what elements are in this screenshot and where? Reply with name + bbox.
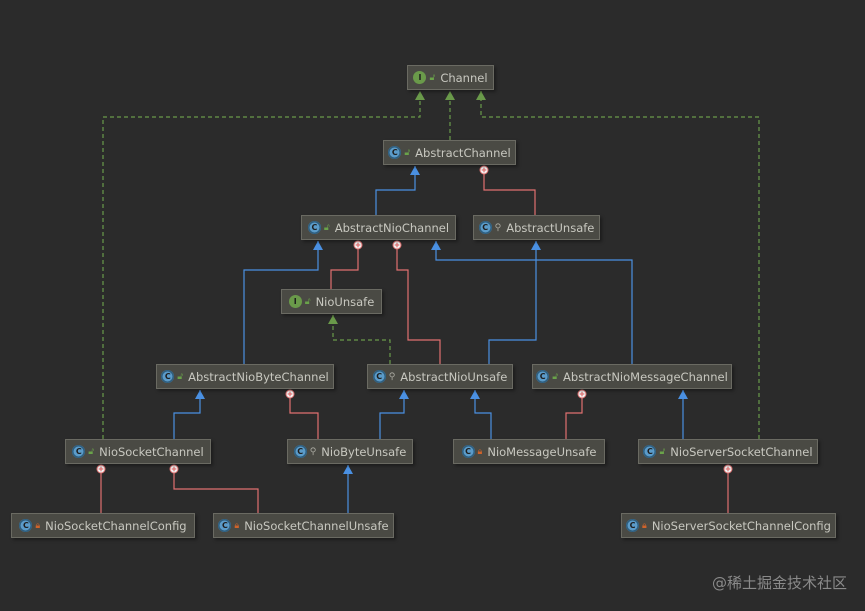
edge-implements-nio-server-socket-channel-to-channel [480, 91, 760, 439]
class-node-label: NioByteUnsafe [321, 444, 407, 459]
class-node-label: AbstractUnsafe [506, 220, 595, 235]
inner-class-marker [723, 464, 733, 474]
class-icon: C [461, 445, 475, 458]
class-icon: C [218, 519, 232, 532]
interface-icon: I [288, 295, 302, 308]
class-node-label: NioSocketChannelConfig [45, 518, 187, 533]
edge-extends-abstract-nio-channel-to-abstract-channel [375, 166, 416, 215]
edge-inner-nio-socket-channel-unsafe-to-nio-socket-channel [173, 465, 259, 513]
edge-implements-nio-socket-channel-to-channel [102, 91, 421, 439]
inner-class-marker [392, 240, 402, 250]
inner-class-marker [479, 165, 489, 175]
interface-icon: I [413, 71, 427, 84]
class-node-nio-server-socket-channel-config[interactable]: C 🔒︎ NioServerSocketChannelConfig [621, 513, 836, 538]
extends-arrowhead [470, 390, 480, 399]
class-node-abstract-nio-message-channel[interactable]: C 🔓︎ AbstractNioMessageChannel [532, 364, 732, 389]
class-icon: C [626, 519, 640, 532]
edge-implements-abstract-nio-unsafe-to-nio-unsafe [332, 315, 391, 364]
class-node-abstract-nio-unsafe[interactable]: C ⚲ AbstractNioUnsafe [367, 364, 513, 389]
edge-extends-abstract-nio-unsafe-to-abstract-unsafe [488, 241, 537, 364]
class-node-label: AbstractChannel [415, 145, 511, 160]
class-node-channel[interactable]: I 🔓︎ Channel [407, 65, 494, 90]
inner-class-marker [577, 389, 587, 399]
class-icon: C [19, 519, 33, 532]
edge-inner-nio-message-unsafe-to-abstract-nio-message-channel [565, 390, 583, 439]
class-node-label: NioMessageUnsafe [487, 444, 597, 459]
extends-arrowhead [410, 166, 420, 175]
class-node-label: NioServerSocketChannel [670, 444, 813, 459]
class-node-nio-socket-channel-config[interactable]: C 🔒︎ NioSocketChannelConfig [11, 513, 195, 538]
watermark: @稀土掘金技术社区 [711, 574, 847, 592]
public-modifier-icon: 🔓︎ [304, 296, 311, 307]
class-node-label: AbstractNioMessageChannel [563, 369, 728, 384]
abstract-class-icon: C [372, 370, 386, 383]
abstract-class-icon: C [161, 370, 175, 383]
package-modifier-icon: ⚲ [388, 371, 396, 382]
class-node-label: AbstractNioUnsafe [400, 369, 508, 384]
class-node-nio-socket-channel-unsafe[interactable]: C 🔒︎ NioSocketChannelUnsafe [213, 513, 394, 538]
edge-extends-nio-byte-unsafe-to-abstract-nio-unsafe [379, 390, 405, 439]
extends-arrowhead [431, 241, 441, 250]
class-node-abstract-nio-byte-channel[interactable]: C 🔓︎ AbstractNioByteChannel [156, 364, 334, 389]
package-modifier-icon: ⚲ [494, 222, 502, 233]
implements-arrowhead [415, 91, 425, 100]
extends-arrowhead [399, 390, 409, 399]
class-node-label: NioSocketChannel [99, 444, 204, 459]
public-modifier-icon: 🔓︎ [659, 446, 666, 457]
package-modifier-icon: ⚲ [309, 446, 317, 457]
private-modifier-icon: 🔒︎ [642, 520, 647, 531]
class-node-nio-unsafe[interactable]: I 🔓︎ NioUnsafe [281, 289, 382, 314]
inner-class-marker [96, 464, 106, 474]
public-modifier-icon: 🔓︎ [429, 72, 436, 83]
implements-arrowhead [328, 315, 338, 324]
class-node-nio-message-unsafe[interactable]: C 🔒︎ NioMessageUnsafe [453, 439, 605, 464]
class-node-label: NioUnsafe [315, 294, 375, 309]
class-icon: C [643, 445, 657, 458]
class-node-abstract-channel[interactable]: C 🔓︎ AbstractChannel [383, 140, 516, 165]
edge-extends-nio-message-unsafe-to-abstract-nio-unsafe [474, 390, 492, 439]
class-node-nio-socket-channel[interactable]: C 🔓︎ NioSocketChannel [65, 439, 211, 464]
implements-arrowhead [445, 91, 455, 100]
public-modifier-icon: 🔓︎ [88, 446, 95, 457]
edge-extends-nio-socket-channel-to-abstract-nio-byte-channel [173, 390, 201, 439]
edge-inner-nio-byte-unsafe-to-abstract-nio-byte-channel [289, 390, 319, 439]
class-node-label: NioServerSocketChannelConfig [651, 518, 831, 533]
class-node-label: AbstractNioChannel [334, 220, 450, 235]
edge-extends-abstract-nio-byte-channel-to-abstract-nio-channel [243, 241, 319, 364]
class-node-label: AbstractNioByteChannel [188, 369, 329, 384]
public-modifier-icon: 🔓︎ [404, 147, 411, 158]
public-modifier-icon: 🔓︎ [552, 371, 559, 382]
inner-class-marker [169, 464, 179, 474]
class-node-abstract-unsafe[interactable]: C ⚲ AbstractUnsafe [473, 215, 600, 240]
extends-arrowhead [195, 390, 205, 399]
class-node-label: Channel [440, 70, 488, 85]
extends-arrowhead [313, 241, 323, 250]
private-modifier-icon: 🔒︎ [234, 520, 240, 531]
private-modifier-icon: 🔒︎ [35, 520, 41, 531]
public-modifier-icon: 🔓︎ [177, 371, 184, 382]
extends-arrowhead [531, 241, 541, 250]
edge-extends-abstract-nio-message-channel-to-abstract-nio-channel [435, 241, 633, 364]
edge-inner-abstract-unsafe-to-abstract-channel [483, 166, 536, 215]
class-icon: C [72, 445, 86, 458]
abstract-class-icon: C [388, 146, 402, 159]
class-node-nio-byte-unsafe[interactable]: C ⚲ NioByteUnsafe [287, 439, 413, 464]
private-modifier-icon: 🔒︎ [477, 446, 483, 457]
edge-inner-nio-unsafe-to-abstract-nio-channel [330, 241, 359, 289]
edge-inner-abstract-nio-unsafe-to-abstract-nio-channel [396, 241, 441, 364]
implements-arrowhead [476, 91, 486, 100]
inner-class-marker [285, 389, 295, 399]
extends-arrowhead [343, 465, 353, 474]
abstract-class-icon: C [478, 221, 492, 234]
class-node-label: NioSocketChannelUnsafe [244, 518, 389, 533]
class-node-abstract-nio-channel[interactable]: C 🔓︎ AbstractNioChannel [301, 215, 456, 240]
inner-class-marker [353, 240, 363, 250]
abstract-class-icon: C [536, 370, 550, 383]
class-icon: C [293, 445, 307, 458]
extends-arrowhead [678, 390, 688, 399]
abstract-class-icon: C [307, 221, 321, 234]
public-modifier-icon: 🔓︎ [323, 222, 330, 233]
class-node-nio-server-socket-channel[interactable]: C 🔓︎ NioServerSocketChannel [638, 439, 818, 464]
